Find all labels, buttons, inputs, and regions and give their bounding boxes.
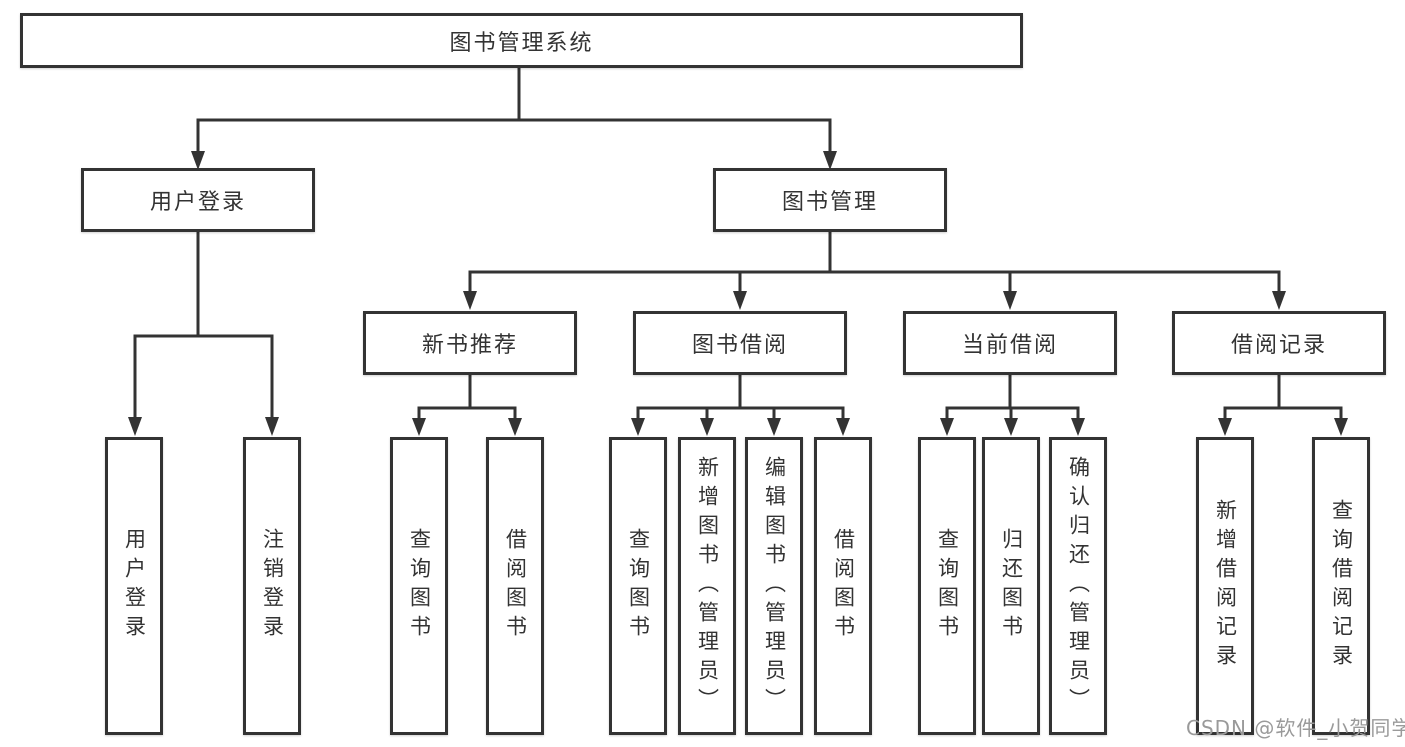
connector-root-to-level2: [191, 67, 837, 170]
node-label: 用户登录: [149, 190, 246, 215]
connector-mgmt-to-level3: [463, 231, 1286, 310]
csdn-watermark: CSDN @软件_小贺同学: [1186, 716, 1405, 740]
node-user-login: 用户登录: [81, 168, 315, 232]
node-label: 新书推荐: [421, 333, 518, 358]
connector-borrow-to-leaves: [631, 374, 850, 436]
leaf-add-borrow-record: 新增借阅记录: [1196, 437, 1254, 735]
leaf-user-login: 用户登录: [105, 437, 163, 735]
node-label: 新增图书（管理员）: [695, 455, 720, 717]
node-label: 编辑图书（管理员）: [762, 455, 787, 717]
node-new-book-recommend: 新书推荐: [363, 311, 577, 375]
leaf-logout: 注销登录: [243, 437, 301, 735]
node-label: 确认归还（管理员）: [1066, 455, 1091, 717]
node-book-borrow: 图书借阅: [633, 311, 847, 375]
leaf-confirm-return-admin: 确认归还（管理员）: [1049, 437, 1107, 735]
connector-records-to-leaves: [1218, 374, 1348, 436]
node-label: 查询图书: [626, 528, 651, 644]
leaf-query-books-borrow: 查询图书: [609, 437, 667, 735]
connector-login-to-leaves: [128, 231, 279, 436]
node-label: 图书管理系统: [449, 30, 594, 56]
node-label: 归还图书: [999, 528, 1024, 644]
node-label: 新增借阅记录: [1213, 499, 1238, 673]
node-label: 查询图书: [935, 528, 960, 644]
node-borrow-records: 借阅记录: [1172, 311, 1386, 375]
node-label: 查询图书: [407, 528, 432, 644]
node-label: 查询借阅记录: [1329, 499, 1354, 673]
node-label: 当前借阅: [961, 333, 1058, 358]
leaf-return-books: 归还图书: [982, 437, 1040, 735]
node-label: 注销登录: [260, 528, 285, 644]
leaf-borrow-books: 借阅图书: [814, 437, 872, 735]
connector-current-to-leaves: [940, 374, 1085, 436]
leaf-query-books-current: 查询图书: [918, 437, 976, 735]
leaf-query-borrow-record: 查询借阅记录: [1312, 437, 1370, 735]
leaf-query-books-recommend: 查询图书: [390, 437, 448, 735]
node-current-borrow: 当前借阅: [903, 311, 1117, 375]
node-label: 图书借阅: [691, 333, 788, 358]
node-label: 借阅记录: [1230, 333, 1327, 358]
node-label: 借阅图书: [831, 528, 856, 644]
node-label: 图书管理: [781, 190, 878, 215]
connector-new-to-leaves: [412, 374, 522, 436]
leaf-edit-books-admin: 编辑图书（管理员）: [745, 437, 803, 735]
node-book-management: 图书管理: [713, 168, 947, 232]
leaf-borrow-books-recommend: 借阅图书: [486, 437, 544, 735]
node-label: 用户登录: [122, 528, 147, 644]
node-label: 借阅图书: [503, 528, 528, 644]
node-system-root: 图书管理系统: [20, 13, 1023, 68]
leaf-add-books-admin: 新增图书（管理员）: [678, 437, 736, 735]
